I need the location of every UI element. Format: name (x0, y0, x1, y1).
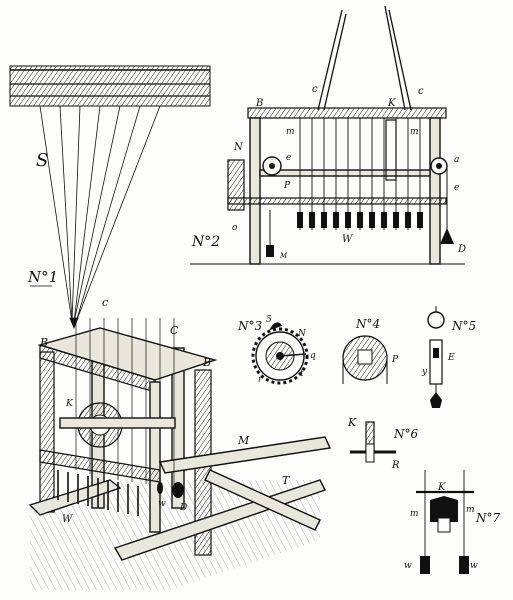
label-a: a (454, 155, 459, 165)
label-m2: m (410, 127, 419, 137)
figure-6: K N°6 R (347, 416, 419, 471)
warp-bundle (9, 65, 211, 107)
label-K1: K (65, 399, 74, 409)
label-W2: W (342, 234, 353, 245)
label-n7-m1: m (410, 509, 419, 519)
figure-3: N°3 5 N q r t (237, 315, 316, 385)
fig4-label: N°4 (355, 317, 380, 331)
label-N: N (233, 142, 244, 153)
label-n6-K: K (347, 416, 357, 429)
label-n4-P: P (391, 355, 399, 365)
label-n6-R: R (391, 460, 400, 471)
label-w: w (158, 499, 166, 509)
converging-threads (39, 105, 161, 330)
label-c1: c (102, 296, 108, 309)
label-c2: C (170, 324, 179, 337)
label-K2: K (387, 98, 396, 109)
label-P: P (283, 181, 291, 191)
figure-5: N°5 E y (421, 306, 476, 408)
label-M: M (237, 434, 250, 447)
label-n7-w1: w (404, 561, 412, 571)
fig5-label: N°5 (451, 319, 476, 333)
label-n3-N: N (297, 329, 307, 339)
fig2-label: N°2 (191, 234, 220, 250)
figure-2: N°2 B K c c N e P m m a e o W M D (190, 5, 466, 265)
fig6-label: N°6 (393, 427, 419, 441)
label-B2: B (202, 356, 211, 369)
label-n5-y: y (421, 367, 428, 377)
label-n3-r: r (258, 375, 263, 385)
label-n5-E: E (447, 353, 455, 363)
machine-frame (28, 318, 332, 561)
label-e2: e (454, 183, 459, 193)
label-n3-5: 5 (266, 315, 272, 325)
label-n3-t: t (300, 369, 304, 379)
fig1-label: N°1 (27, 268, 58, 286)
label-B1: B (39, 336, 48, 349)
label-n7-K: K (437, 482, 446, 493)
label-D2: D (457, 244, 466, 255)
figure-1: N°1 S c C B B K M T W w D (9, 65, 332, 590)
figure-4: N°4 P (342, 317, 399, 384)
label-M2: M (279, 252, 288, 260)
figure-7: K N°7 m m w w (404, 470, 501, 574)
label-T: T (282, 474, 291, 487)
label-D: D (179, 503, 187, 513)
label-n7-w2: w (470, 561, 478, 571)
label-c3: c (312, 84, 318, 95)
label-W: W (62, 514, 73, 525)
fig3-label: N°3 (237, 319, 263, 333)
label-m1: m (286, 127, 295, 137)
label-o: o (232, 223, 238, 233)
label-n7-m2: m (466, 505, 475, 515)
label-e: e (286, 153, 291, 163)
label-B3: B (255, 98, 263, 109)
label-c4: c (418, 86, 424, 97)
label-S: S (36, 150, 48, 171)
label-n3-q: q (310, 351, 316, 361)
fig7-label: N°7 (475, 511, 501, 525)
